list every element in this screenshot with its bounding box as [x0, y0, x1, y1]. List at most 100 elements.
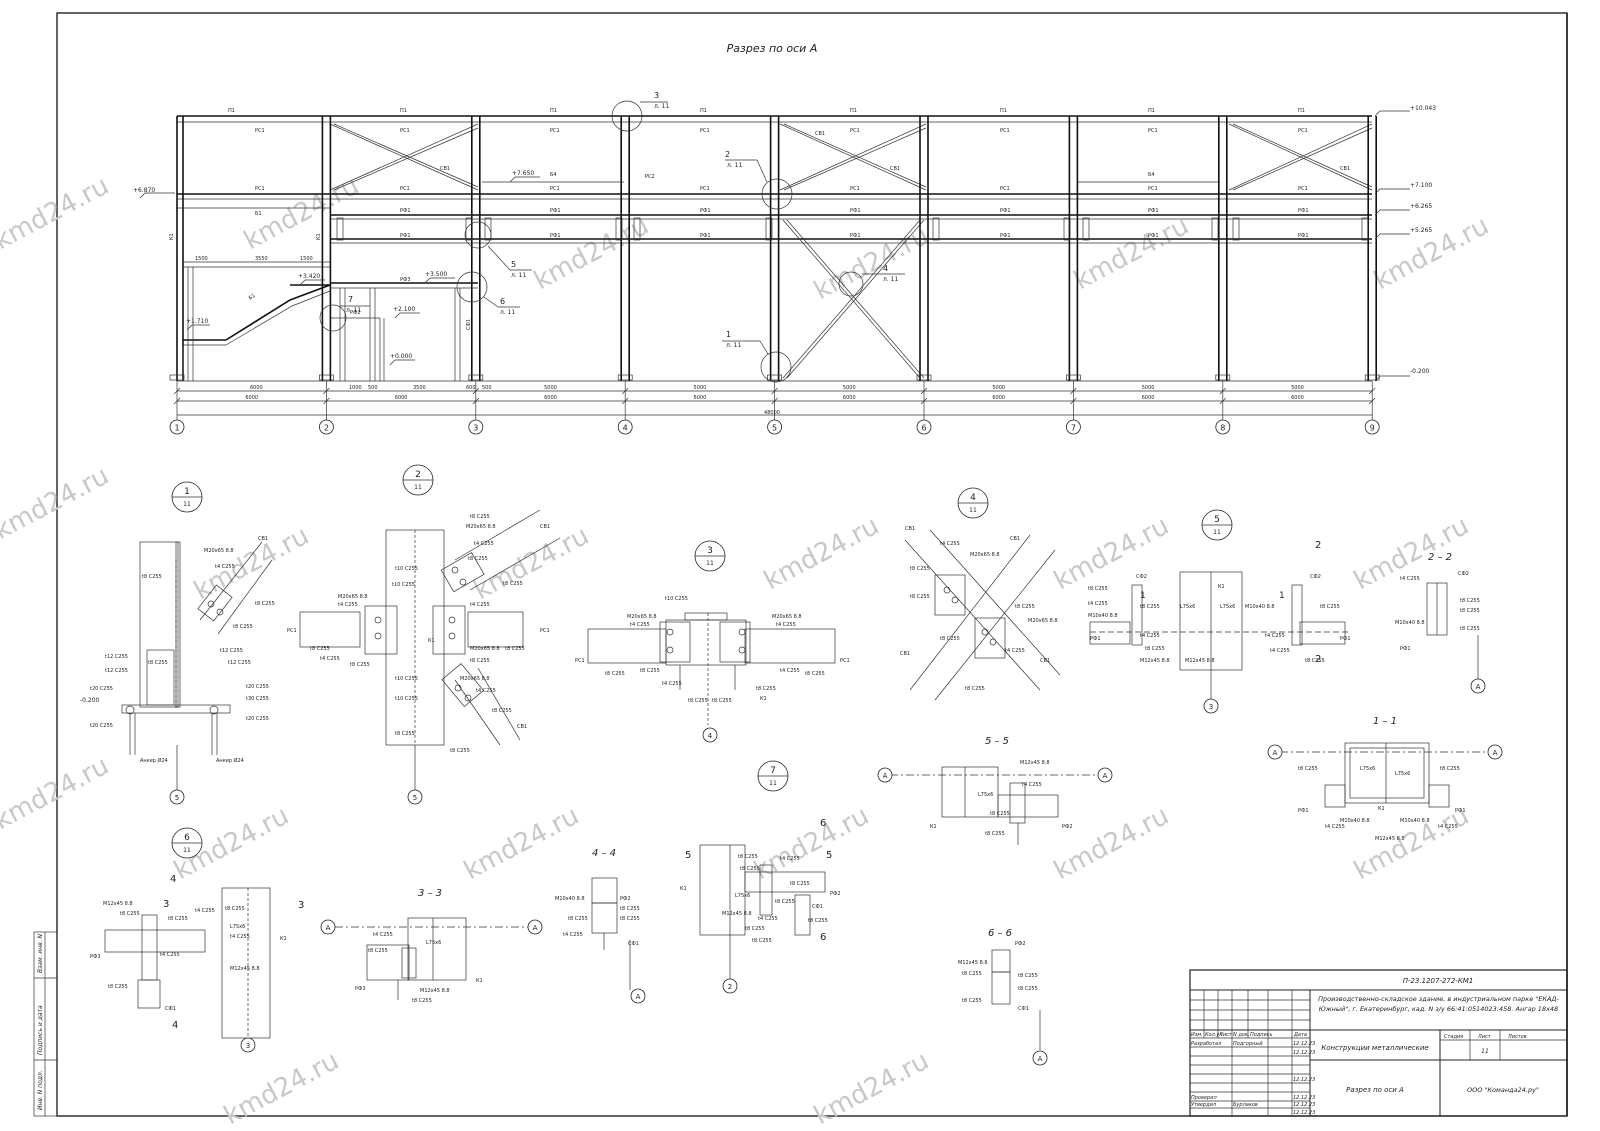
project-name: Производственно-складское здание, в инду… — [1318, 995, 1559, 1013]
node-4[interactable]: 4 11 СВ1 t4 C255 M20x65 8.8 СВ1 t8 C255 … — [900, 487, 1061, 701]
member-label: РФ1 — [550, 208, 561, 214]
member-label: РС1 — [255, 128, 265, 134]
callout-6[interactable]: 6 л. 11 — [456, 271, 520, 316]
svg-text:t4 C255: t4 C255 — [940, 541, 960, 547]
svg-text:t8 C255: t8 C255 — [910, 594, 930, 600]
callout-4[interactable]: 4 л. 11 — [838, 264, 905, 297]
svg-text:11: 11 — [969, 507, 977, 514]
svg-text:А: А — [1493, 749, 1498, 757]
title-block: Изм. Кол.уч Лист N док. Подпись Дата Раз… — [1189, 969, 1568, 1117]
svg-text:M20x65 8.8: M20x65 8.8 — [970, 552, 1000, 558]
svg-text:t8 C255: t8 C255 — [1305, 658, 1325, 664]
svg-text:t8 C255: t8 C255 — [505, 646, 525, 652]
svg-text:t4 C255: t4 C255 — [1005, 648, 1025, 654]
svg-text:L75x6: L75x6 — [1220, 604, 1235, 610]
member-label: РС1 — [400, 128, 410, 134]
axis-bubble: 8 — [1215, 419, 1231, 435]
svg-text:Инв. N подл.: Инв. N подл. — [37, 1070, 44, 1110]
svg-text:M20x65 8.8: M20x65 8.8 — [470, 646, 500, 652]
section-6-6: 6 – 6 А РФ2 M12x45 8.8 t8 C255 t8 C255 t… — [958, 928, 1048, 1066]
svg-text:500: 500 — [482, 385, 492, 391]
member-label: П1 — [700, 108, 707, 114]
svg-text:Изм.: Изм. — [1191, 1032, 1203, 1038]
watermark: kmd24.ru — [189, 521, 314, 606]
svg-text:t8 C255: t8 C255 — [450, 748, 470, 754]
svg-text:К1: К1 — [1378, 806, 1385, 812]
svg-text:1 – 1: 1 – 1 — [1373, 716, 1397, 727]
callout-1[interactable]: 1 л. 11 — [722, 330, 792, 383]
svg-text:M20x65 8.8: M20x65 8.8 — [460, 676, 490, 682]
watermark: kmd24.ru — [1049, 801, 1174, 886]
node-3[interactable]: 3 11 4 t10 C255 M20x65 8.8 t4 C255 M20x6… — [575, 540, 850, 743]
svg-text:5: 5 — [511, 260, 516, 269]
svg-text:Бурлаков: Бурлаков — [1233, 1102, 1258, 1108]
svg-text:t8 C255: t8 C255 — [910, 566, 930, 572]
svg-text:3: 3 — [707, 546, 713, 556]
callout-3[interactable]: 3 л. 11 — [611, 91, 669, 132]
svg-text:СФ2: СФ2 — [1136, 574, 1147, 580]
svg-text:t8 C255: t8 C255 — [756, 686, 776, 692]
svg-text:t4 C255: t4 C255 — [320, 656, 340, 662]
svg-text:11: 11 — [769, 780, 777, 787]
svg-text:t8 C255: t8 C255 — [470, 514, 490, 520]
svg-text:А: А — [326, 924, 331, 932]
callout-7[interactable]: 7 л. 11 — [319, 295, 370, 332]
svg-text:t4 C255: t4 C255 — [1438, 824, 1458, 830]
svg-text:Лист: Лист — [1477, 1034, 1492, 1040]
svg-text:t8 C255: t8 C255 — [808, 918, 828, 924]
node-5[interactable]: 5 11 3 СФ2 СФ2 t8 C255 t4 C255 M10x40 8.… — [1088, 509, 1351, 714]
svg-text:t8 C255: t8 C255 — [142, 574, 162, 580]
svg-text:12.12.23: 12.12.23 — [1293, 1095, 1315, 1101]
svg-text:К1: К1 — [428, 638, 435, 644]
svg-text:Лист: Лист — [1218, 1032, 1233, 1038]
svg-text:л. 11: л. 11 — [883, 276, 898, 283]
node-6[interactable]: 6 11 3 4 3 4 3 M12x45 8.8 t8 C255 t8 C25… — [90, 827, 304, 1053]
svg-text:3: 3 — [1209, 703, 1213, 711]
axis-bubble: 6 — [916, 419, 932, 435]
svg-text:12.12.23: 12.12.23 — [1293, 1077, 1315, 1083]
svg-text:2: 2 — [415, 470, 421, 480]
svg-text:M20x65 8.8: M20x65 8.8 — [466, 524, 496, 530]
svg-text:t4 C255: t4 C255 — [630, 622, 650, 628]
node-2[interactable]: 2 11 5 t8 C255 M20x65 8.8 t4 — [287, 464, 561, 805]
svg-text:t12 C255: t12 C255 — [228, 660, 251, 666]
level-mark: +3.500 — [424, 271, 455, 284]
node-7[interactable]: 7 11 2 5 5 6 6 t8 C255 t4 C255 t8 C255 К… — [680, 760, 841, 994]
member-label: РФ1 — [1000, 208, 1011, 214]
svg-text:t4 C255: t4 C255 — [160, 952, 180, 958]
svg-text:СВ1: СВ1 — [540, 524, 550, 530]
svg-text:Стадия: Стадия — [1444, 1034, 1463, 1040]
section-2-2: 2 – 2 А t4 C255 СФ2 t8 C255 t8 C255 M10x… — [1395, 552, 1486, 694]
svg-text:+6.870: +6.870 — [133, 187, 155, 194]
svg-text:t8 C255: t8 C255 — [640, 668, 660, 674]
svg-text:M10x40 8.8: M10x40 8.8 — [1395, 620, 1425, 626]
callout-2[interactable]: 2 л. 11 — [725, 150, 793, 210]
svg-text:7: 7 — [1071, 424, 1076, 433]
column-3 — [468, 116, 484, 381]
section-5-5: 5 – 5 А А M12x45 8.8 t4 C255 L75x6 t8 C2… — [877, 736, 1113, 845]
svg-text:+7.100: +7.100 — [1410, 182, 1432, 189]
svg-text:t8 C255: t8 C255 — [168, 916, 188, 922]
side-stamp: Инв. N подл. Подпись и дата Взам. инв. N — [33, 931, 58, 1117]
member-label: РС1 — [255, 186, 265, 192]
svg-text:Подпись и дата: Подпись и дата — [37, 1005, 44, 1055]
svg-text:РС1: РС1 — [575, 658, 585, 664]
member-label: К1 — [316, 233, 322, 240]
svg-text:Подпись: Подпись — [1250, 1032, 1273, 1038]
member-label: РФ1 — [1298, 208, 1309, 214]
svg-text:t8 C255: t8 C255 — [962, 971, 982, 977]
callout-5[interactable]: 5 л. 11 — [464, 221, 532, 279]
svg-text:M20x65 8.8: M20x65 8.8 — [204, 548, 234, 554]
svg-text:t8 C255: t8 C255 — [120, 911, 140, 917]
node-1[interactable]: 1 11 5 M20x65 8.8 t4 C255 t8 C255 t8 C25… — [80, 481, 275, 805]
svg-text:12.12.23: 12.12.23 — [1293, 1050, 1315, 1056]
svg-text:К1: К1 — [280, 936, 287, 942]
svg-text:t8 C255: t8 C255 — [503, 581, 523, 587]
svg-text:К1: К1 — [760, 696, 767, 702]
svg-text:-0.200: -0.200 — [1410, 368, 1430, 375]
member-label: РФ1 — [700, 233, 711, 239]
section-name: Конструкции металлические — [1321, 1044, 1429, 1052]
svg-text:1: 1 — [174, 424, 179, 433]
svg-text:+6.265: +6.265 — [1410, 203, 1432, 210]
svg-text:РФ1: РФ1 — [1455, 808, 1466, 814]
